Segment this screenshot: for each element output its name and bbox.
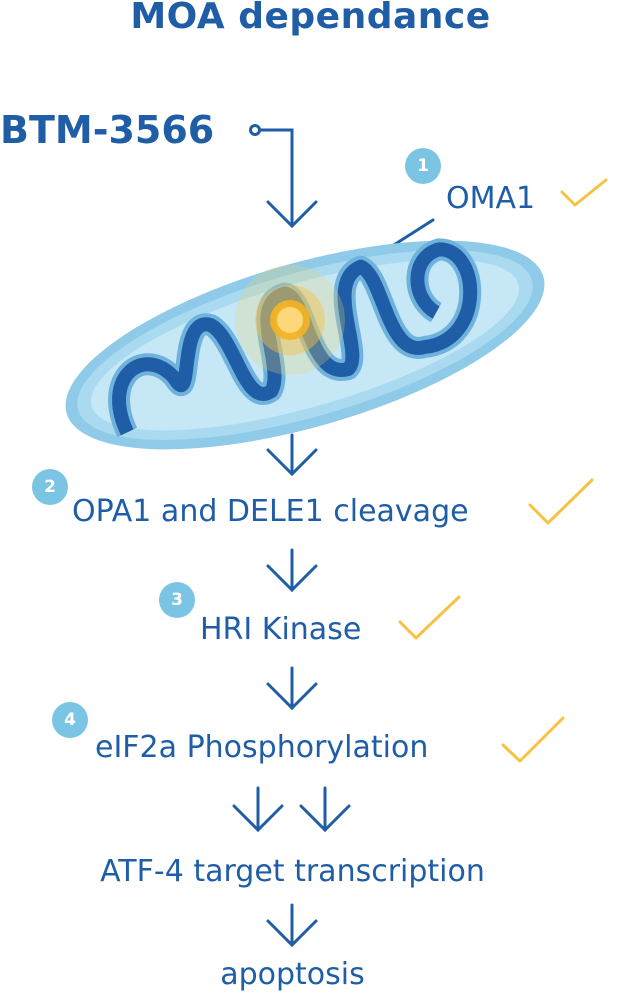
step-label-eif2a: eIF2a Phosphorylation (95, 730, 429, 765)
oma1-highlight (235, 265, 345, 375)
arrow-down-icon (266, 433, 318, 477)
mitochondrion-illustration (65, 238, 545, 450)
arrow-down-icon (266, 666, 318, 711)
drug-label: BTM-3566 (0, 108, 215, 152)
arrow-down-icon (232, 786, 284, 833)
check-icon (398, 595, 461, 640)
page-title: MOA dependance (130, 0, 491, 37)
connector-origin-dot (249, 124, 261, 136)
step-badge-2: 2 (32, 469, 68, 505)
arrow-head-icon (266, 200, 318, 229)
step-badge-4: 4 (52, 702, 88, 738)
step-label-hri: HRI Kinase (200, 612, 362, 647)
apoptosis-label: apoptosis (220, 957, 365, 992)
check-icon (501, 716, 565, 763)
step-label-oma1: OMA1 (446, 181, 536, 216)
check-icon (528, 478, 594, 525)
atf4-label: ATF-4 target transcription (100, 854, 485, 889)
step-badge-1: 1 (405, 148, 441, 184)
arrow-down-icon (299, 786, 351, 833)
drug-connector-line (258, 128, 294, 228)
arrow-down-icon (266, 903, 318, 948)
step-badge-3: 3 (159, 582, 195, 618)
arrow-down-icon (266, 548, 318, 593)
step-label-cleavage: OPA1 and DELE1 cleavage (72, 494, 469, 529)
check-icon (560, 178, 608, 207)
